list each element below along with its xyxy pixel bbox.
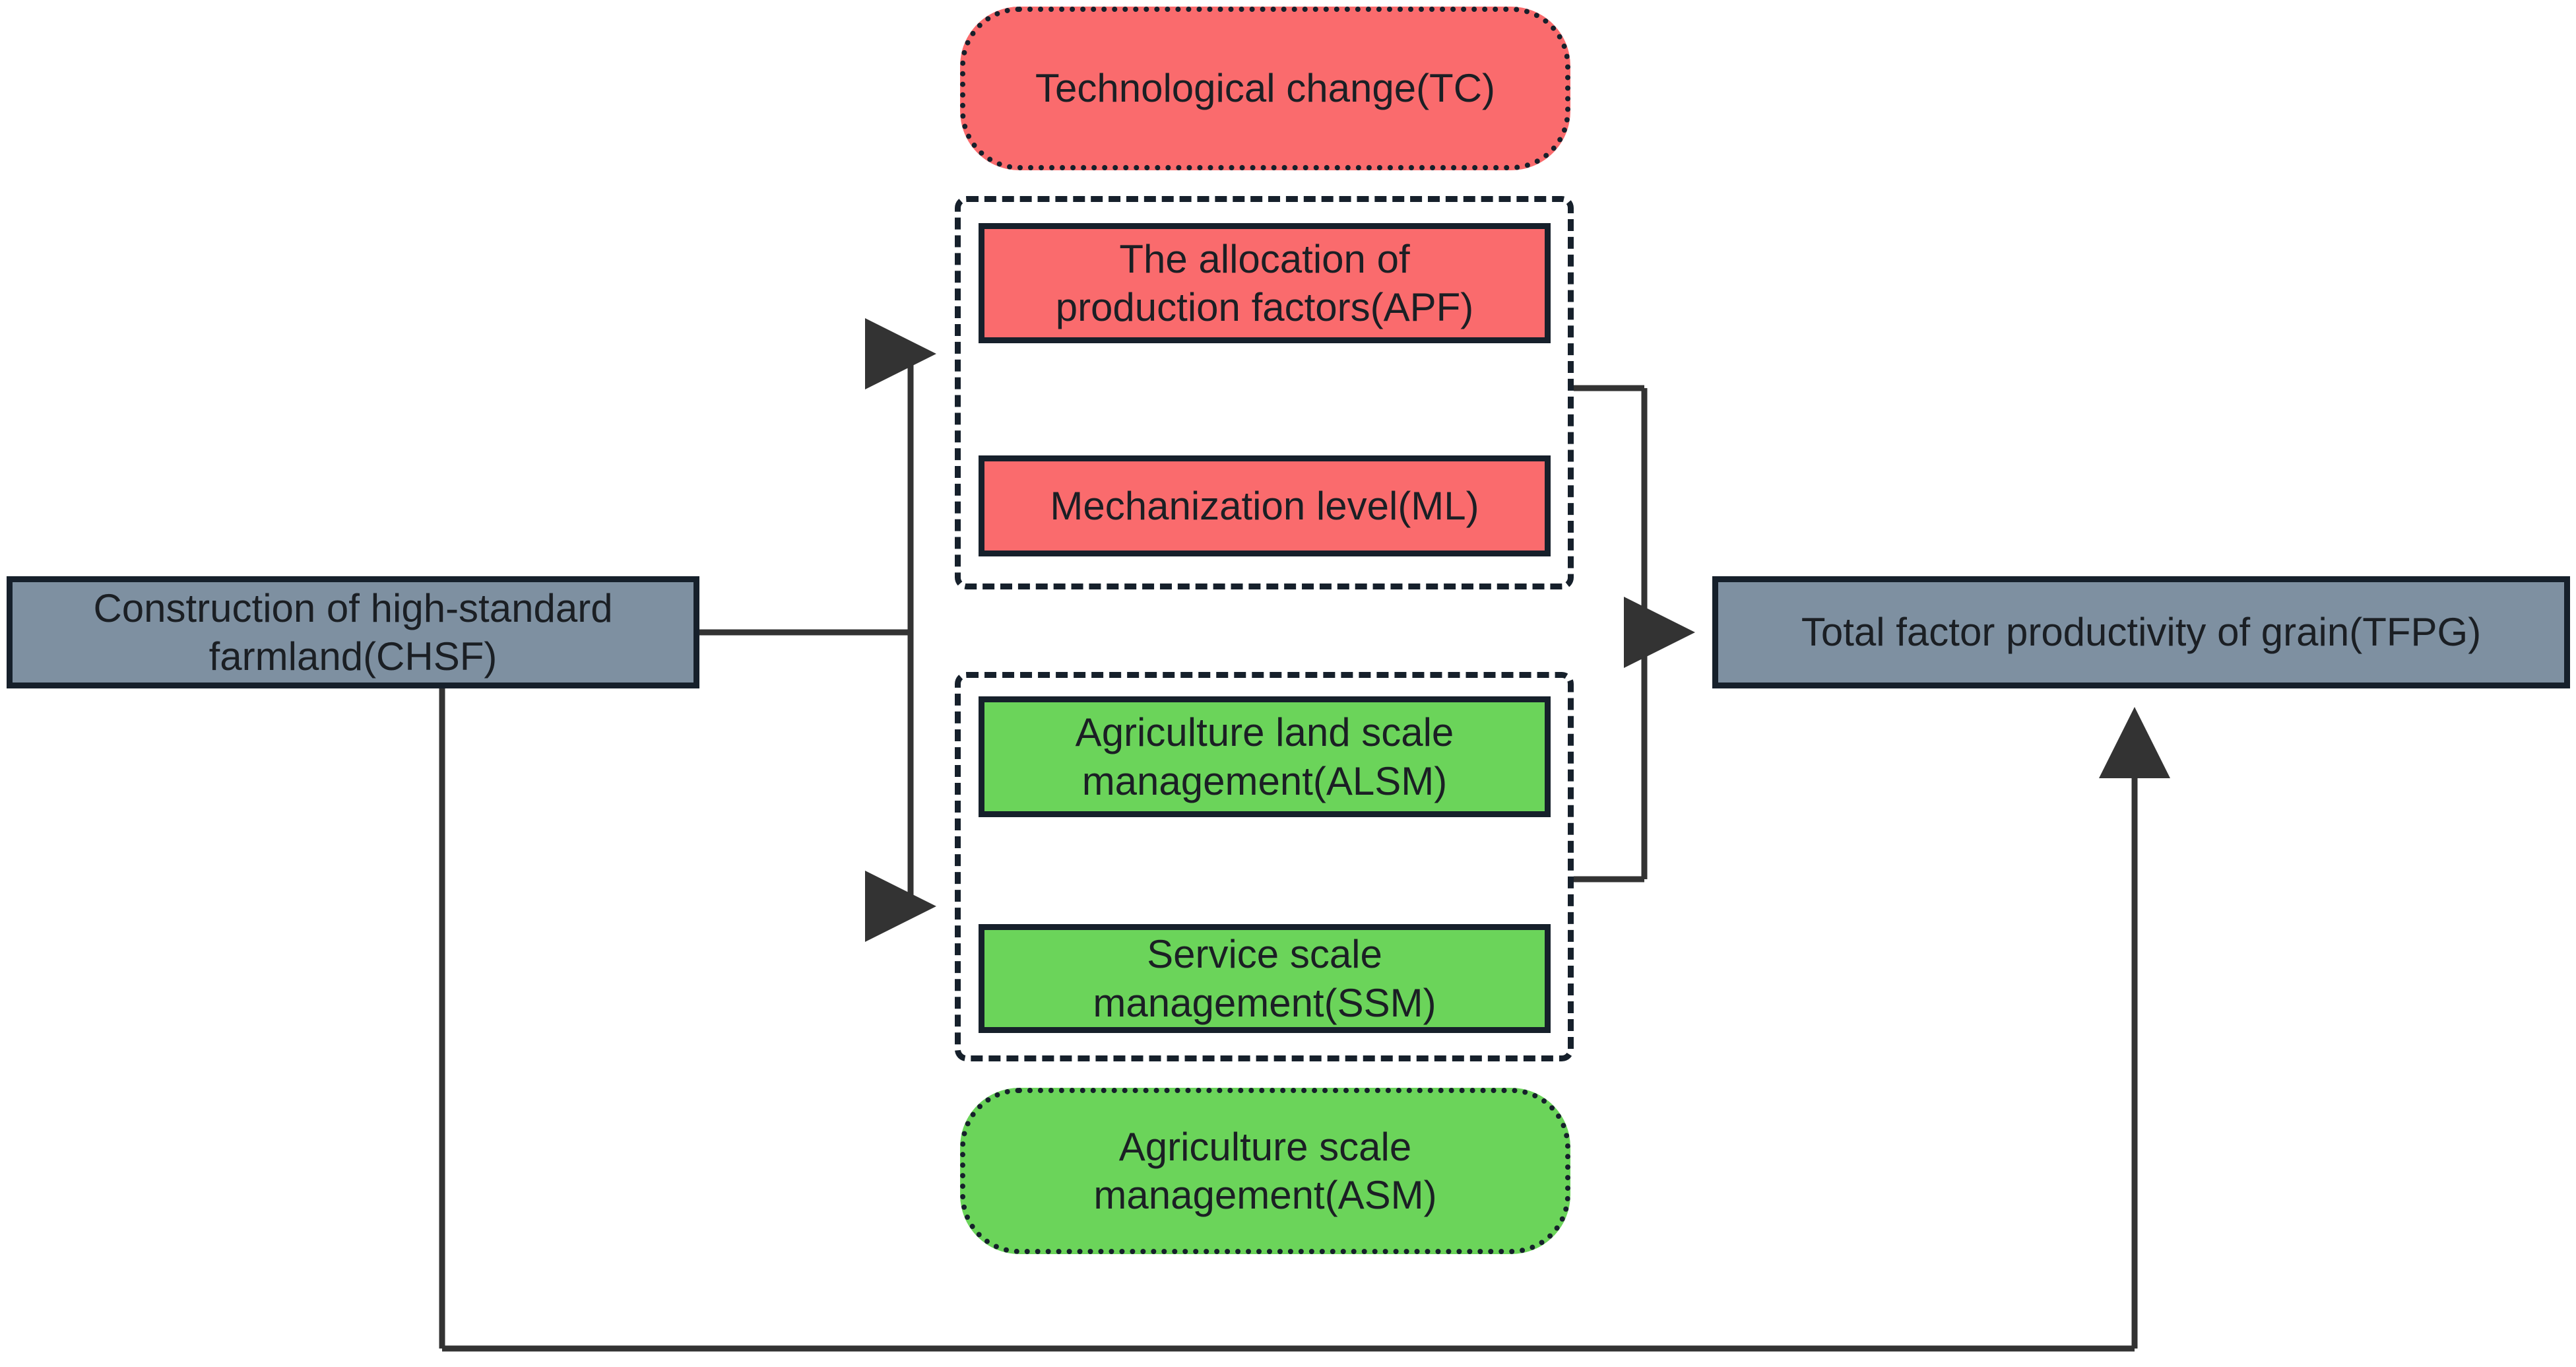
- node-label-ml: Mechanization level(ML): [1050, 483, 1479, 528]
- node-label-chsf: Construction of high-standard farmland(C…: [93, 585, 613, 679]
- node-label-tc: Technological change(TC): [1035, 66, 1496, 111]
- node-agriculture-scale-management[interactable]: Agriculture scale management(ASM): [960, 1088, 1570, 1254]
- node-agriculture-land-scale-management[interactable]: Agriculture land scale management(ALSM): [979, 696, 1551, 817]
- group-technology-channel: [955, 196, 1574, 589]
- node-label-alsm: Agriculture land scale management(ALSM): [1075, 710, 1454, 803]
- edge-chsf-to-groups: [699, 318, 936, 942]
- node-service-scale-management[interactable]: Service scale management(SSM): [979, 924, 1551, 1033]
- node-label-tfpg: Total factor productivity of grain(TFPG): [1801, 610, 2482, 655]
- group-scale-channel: [955, 672, 1574, 1061]
- node-label-apf: The allocation of production factors(APF…: [1055, 236, 1474, 329]
- node-total-factor-productivity-of-grain[interactable]: Total factor productivity of grain(TFPG): [1712, 576, 2570, 688]
- node-label-asm: Agriculture scale management(ASM): [1093, 1124, 1437, 1217]
- edge-groups-to-tfpg: [1574, 385, 1695, 883]
- node-technological-change[interactable]: Technological change(TC): [960, 7, 1570, 170]
- node-mechanization-level[interactable]: Mechanization level(ML): [979, 455, 1551, 556]
- node-label-ssm: Service scale management(SSM): [1093, 932, 1436, 1025]
- node-allocation-of-production-factors[interactable]: The allocation of production factors(APF…: [979, 223, 1551, 343]
- node-construction-of-high-standard-farmland[interactable]: Construction of high-standard farmland(C…: [7, 576, 699, 688]
